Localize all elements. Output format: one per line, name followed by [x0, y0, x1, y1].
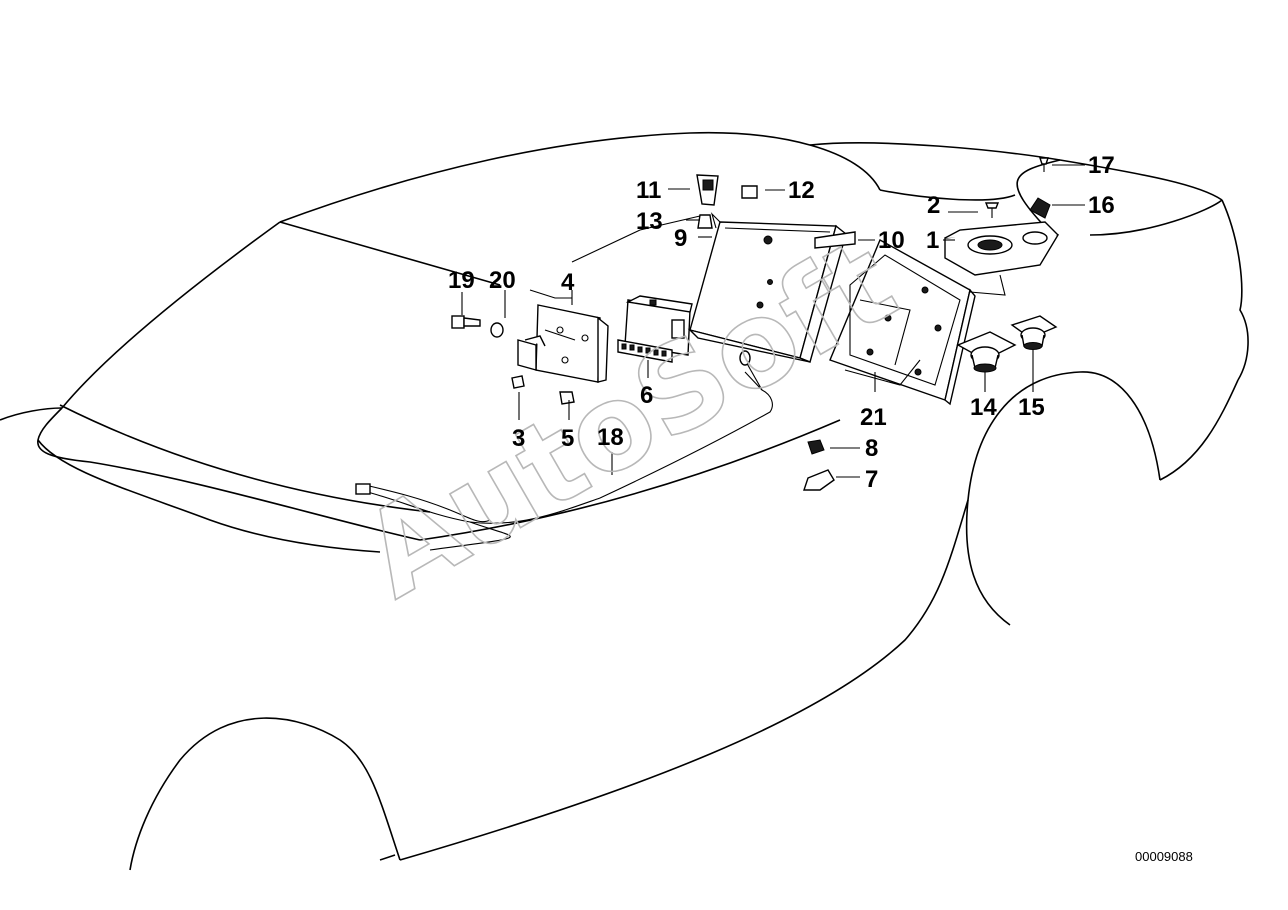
- callout-20: 20: [489, 267, 516, 294]
- callout-21: 21: [860, 404, 887, 431]
- callout-1: 1: [926, 227, 939, 254]
- callout-9: 9: [674, 225, 687, 252]
- callout-14: 14: [970, 394, 997, 421]
- leader-lines: [461, 164, 1085, 478]
- callout-8: 8: [865, 435, 878, 462]
- part-4-amplifier-bracket: [517, 304, 609, 383]
- callout-12: 12: [788, 177, 815, 204]
- callout-10: 10: [878, 227, 905, 254]
- callout-15: 15: [1018, 394, 1045, 421]
- callout-labels: 1 2 3 4 5 6 7 8 9 10 11 12 13 14 15 16 1…: [448, 152, 1115, 493]
- callout-13: 13: [636, 208, 663, 235]
- part-14-speaker: [956, 331, 1017, 373]
- part-1-speaker-housing: [944, 221, 1060, 296]
- small-parts: [451, 157, 1051, 491]
- callout-19: 19: [448, 267, 475, 294]
- callout-3: 3: [512, 425, 525, 452]
- callout-6: 6: [640, 382, 653, 409]
- callout-16: 16: [1088, 192, 1115, 219]
- callout-11: 11: [636, 177, 661, 204]
- callout-2: 2: [927, 192, 940, 219]
- watermark: AutoSoft: [340, 211, 917, 624]
- callout-17: 17: [1088, 152, 1115, 179]
- part-6-amplifier-module: [617, 295, 693, 363]
- part-21-mounting-tray: [829, 239, 976, 406]
- callout-5: 5: [561, 425, 574, 452]
- wiring-harness: [355, 350, 773, 551]
- callout-4: 4: [561, 269, 575, 296]
- callout-7: 7: [865, 466, 878, 493]
- callout-18: 18: [597, 424, 624, 451]
- part-9-storage-box: [687, 212, 847, 363]
- car-body-outline: [0, 131, 1249, 871]
- part-15-speaker: [1010, 315, 1058, 350]
- diagram-reference-code: 00009088: [1135, 849, 1193, 864]
